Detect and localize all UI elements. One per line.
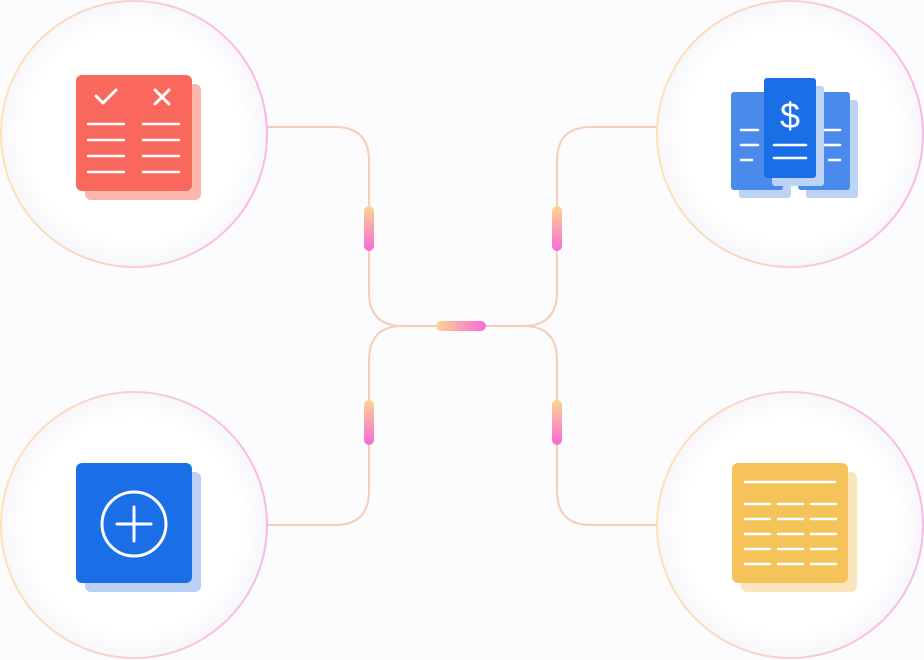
node-checklist xyxy=(0,0,268,268)
pill-top-left xyxy=(364,206,374,251)
connector-top-right xyxy=(486,126,657,327)
pill-top-right xyxy=(552,206,562,251)
add-circle-icon xyxy=(76,463,201,592)
pill-bottom-right xyxy=(552,400,562,445)
dollar-symbol: $ xyxy=(780,95,800,136)
connector-bottom-left xyxy=(267,325,404,526)
table-sheet-icon xyxy=(732,463,857,592)
checklist-icon xyxy=(76,75,201,200)
connector-pills xyxy=(364,206,562,445)
node-invoice: $ xyxy=(656,0,924,268)
connector-top-left xyxy=(267,126,436,327)
pill-center xyxy=(436,321,486,331)
pill-bottom-left xyxy=(364,400,374,445)
node-table xyxy=(656,391,924,659)
invoice-documents-icon: $ xyxy=(731,78,858,198)
node-add xyxy=(0,391,268,659)
connector-bottom-right xyxy=(522,325,657,526)
